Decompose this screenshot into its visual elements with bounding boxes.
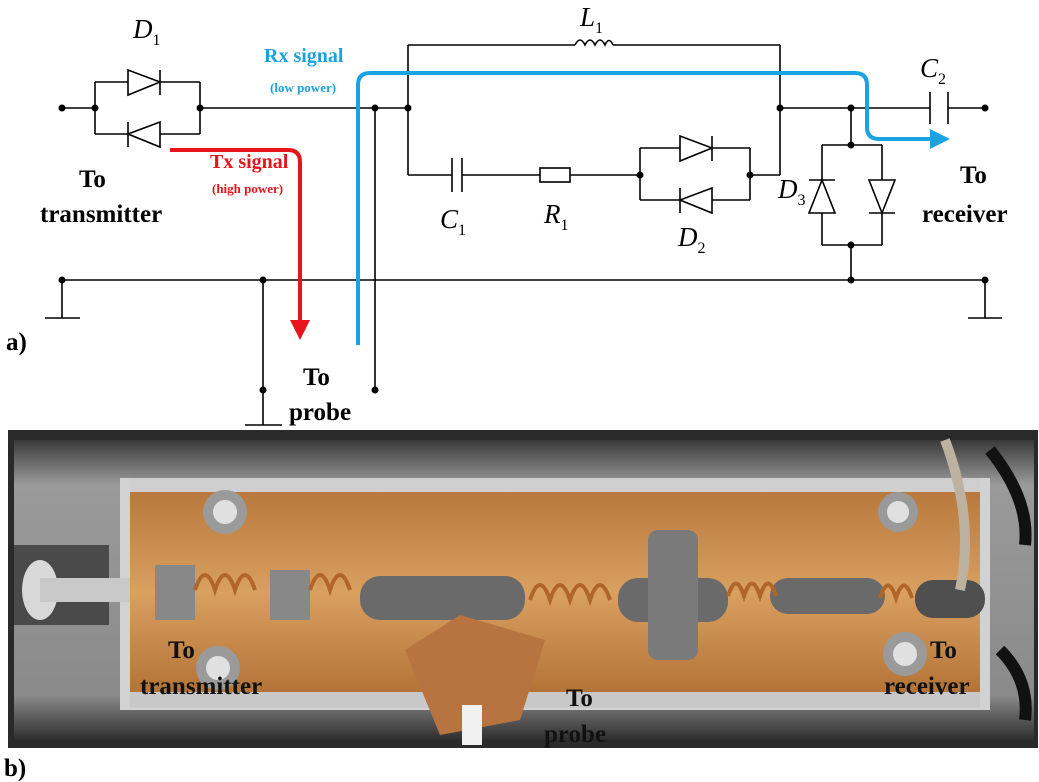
label-d3: D3 [777,174,806,209]
panel-b-label: b) [4,755,26,782]
to-probe-line2: probe [289,399,351,426]
label-r1: R1 [543,199,569,234]
schematic [45,39,1002,426]
label-l1: L1 [579,2,603,37]
to-receiver-line2: receiver [922,201,1008,228]
pcb-photo [8,430,1038,748]
rx-signal-note: (low power) [270,80,336,95]
to-transmitter-line2: transmitter [40,201,162,228]
photo-to-probe-line1: To [566,685,593,712]
photo-to-receiver-line2: receiver [884,673,970,700]
photo-to-transmitter-line1: To [168,637,195,664]
tx-signal-path [170,148,310,340]
to-probe-line1: To [303,364,330,391]
label-d1: D1 [132,14,161,49]
junctions [58,104,989,394]
tx-signal-note: (high power) [212,181,283,196]
to-receiver-line1: To [960,162,987,189]
label-d2: D2 [677,222,706,257]
rx-signal-title: Rx signal [264,45,344,67]
rx-signal-path [356,71,950,345]
label-c2: C2 [920,53,946,88]
photo-to-probe-line2: probe [544,721,606,748]
diode-d3 [807,177,897,216]
diode-d2 [677,134,715,215]
label-c1: C1 [440,204,466,239]
diode-d1 [125,68,163,149]
to-transmitter-line1: To [79,166,106,193]
photo-to-receiver-line1: To [930,637,957,664]
panel-a-label: a) [6,329,27,356]
photo-to-transmitter-line2: transmitter [140,673,262,700]
tx-signal-title: Tx signal [210,151,289,173]
